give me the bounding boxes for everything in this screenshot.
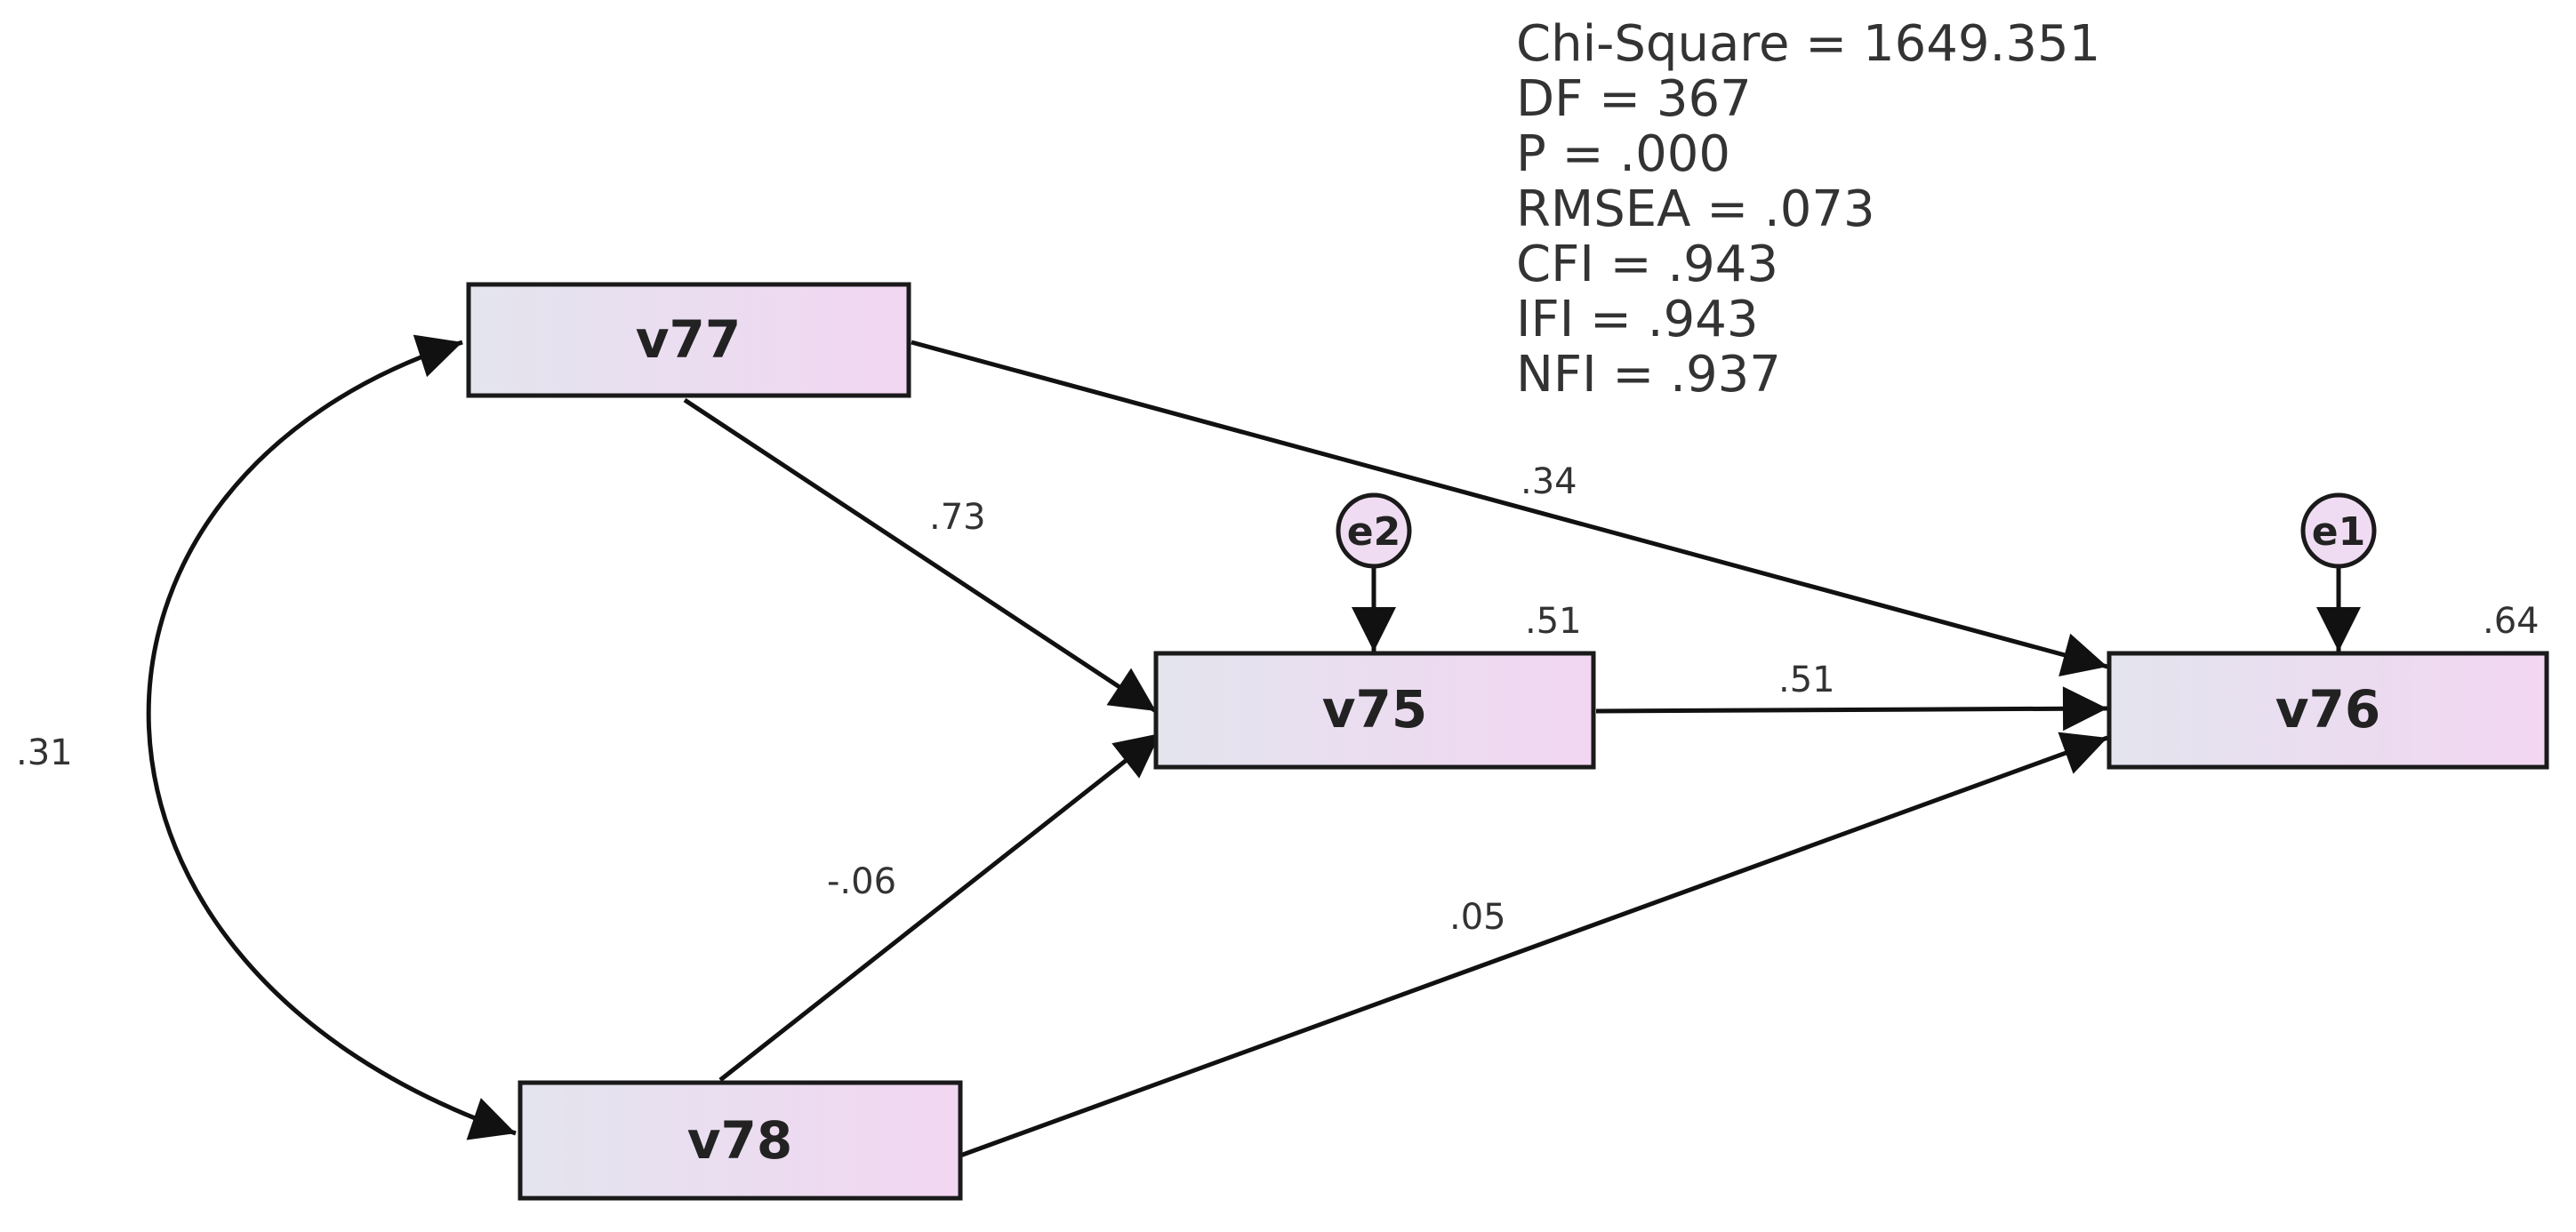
coef-v75-v76: .51 (1778, 660, 1835, 700)
fit-stat-p: P = .000 (1516, 125, 1730, 183)
coef-v77-v76: .34 (1521, 461, 1577, 502)
error-label-e2: e2 (1347, 509, 1400, 555)
fit-stat-cfi: CFI = .943 (1516, 236, 1778, 293)
coef-v77-v75: .73 (929, 497, 986, 538)
edges (146, 334, 2361, 1158)
fit-stat-ifi: IFI = .943 (1516, 291, 1758, 348)
fit-statistics: Chi-Square = 1649.351 DF = 367 P = .000 … (1516, 15, 2100, 404)
node-label-v76: v76 (2275, 679, 2381, 740)
coef-v77-v78-covariance: .31 (16, 732, 73, 773)
path-v77-v75 (683, 397, 1158, 714)
error-label-e1: e1 (2312, 509, 2365, 555)
path-v78-v75 (718, 732, 1162, 1082)
fit-stat-nfi: NFI = .937 (1516, 346, 1781, 404)
r-squared-v75: .51 (1525, 601, 1582, 642)
node-v77: v77 (466, 282, 911, 398)
path-v78-v76 (959, 732, 2108, 1158)
r-squared-v76: .64 (2483, 601, 2540, 642)
coef-v78-v75: -.06 (827, 861, 896, 902)
node-label-v77: v77 (636, 309, 742, 370)
coef-v78-v76: .05 (1449, 897, 1506, 938)
error-e2: e2 (1336, 492, 1412, 569)
path-v77-v76 (911, 340, 2108, 677)
coefficients: .73 .34 -.06 .05 .51 .31 .51 .64 (16, 461, 2540, 938)
node-v76: v76 (2107, 651, 2549, 770)
covariance-v77-v78 (146, 334, 517, 1140)
node-v75: v75 (1153, 651, 1596, 770)
fit-stat-rmsea: RMSEA = .073 (1516, 180, 1875, 238)
error-e1: e1 (2300, 492, 2377, 569)
fit-stat-chi-square: Chi-Square = 1649.351 (1516, 15, 2100, 73)
node-label-v75: v75 (1322, 679, 1428, 740)
fit-stat-df: DF = 367 (1516, 70, 1752, 128)
node-label-v78: v78 (687, 1110, 793, 1171)
path-v75-v76 (1595, 686, 2108, 732)
node-v78: v78 (518, 1080, 963, 1201)
